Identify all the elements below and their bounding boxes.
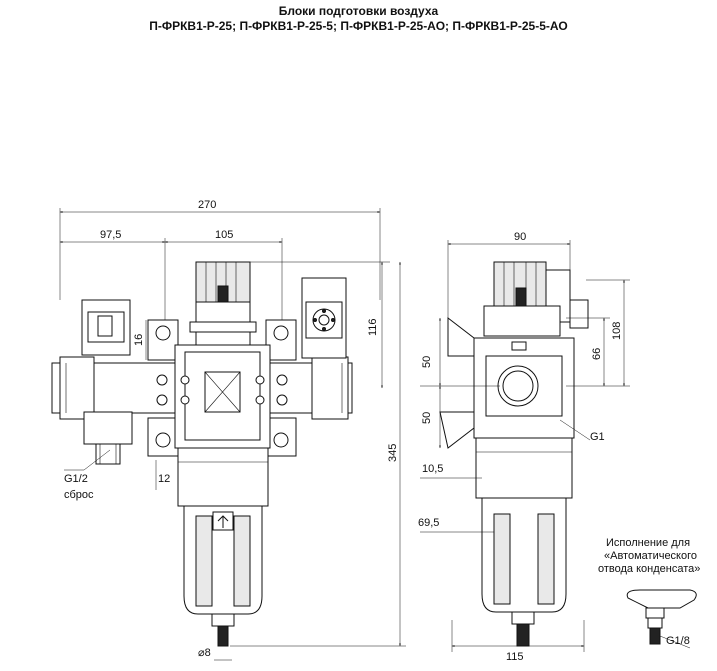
auto-drain-line2: «Автоматического bbox=[604, 550, 697, 562]
side-view: 90 50 50 66 108 10,5 69,5 115 G1 bbox=[418, 231, 630, 663]
dim-left-width: 97,5 bbox=[100, 229, 121, 241]
dim-69-5: 69,5 bbox=[418, 517, 439, 529]
dim-mid-width: 105 bbox=[215, 229, 233, 241]
front-drain-fitting bbox=[217, 625, 229, 647]
auto-drain-detail: Исполнение для «Автоматического отвода к… bbox=[598, 537, 700, 649]
label-port-g12: G1/2 bbox=[64, 473, 88, 485]
front-right-end-cap bbox=[311, 356, 349, 420]
dim-width-top: 90 bbox=[514, 231, 526, 243]
dim-total-width: 270 bbox=[198, 199, 216, 211]
dim-height-total: 345 bbox=[387, 444, 399, 462]
dim-small-12: 12 bbox=[158, 473, 170, 485]
drawing-subtitle: П-ФРКВ1-Р-25; П-ФРКВ1-Р-25-5; П-ФРКВ1-Р-… bbox=[149, 19, 568, 33]
dim-66: 66 bbox=[591, 348, 603, 360]
dim-108: 108 bbox=[611, 322, 623, 340]
label-port-g1: G1 bbox=[590, 431, 605, 443]
drawing-title: Блоки подготовки воздуха bbox=[278, 4, 439, 18]
front-bowl-collar bbox=[177, 447, 269, 507]
front-left-valve-lower bbox=[83, 411, 133, 445]
dim-bottom: 115 bbox=[506, 651, 524, 663]
label-port-g18: G1/8 bbox=[666, 635, 690, 647]
label-reset: сброс bbox=[64, 489, 94, 501]
dim-height-top: 116 bbox=[367, 318, 379, 336]
side-bracket-lower bbox=[439, 411, 475, 449]
side-bracket-upper bbox=[447, 316, 475, 357]
front-left-end-cap bbox=[59, 356, 95, 420]
auto-drain-fitting bbox=[649, 627, 661, 645]
front-view: 270 97,5 105 116 345 16 12 ⌀8 G1/2 сброс bbox=[51, 199, 406, 661]
auto-drain-line1: Исполнение для bbox=[606, 537, 690, 549]
dim-50-upper: 50 bbox=[421, 356, 433, 368]
dim-drain: ⌀8 bbox=[198, 647, 211, 659]
auto-drain-bowl-bottom bbox=[626, 589, 697, 609]
side-drain-fitting bbox=[516, 623, 530, 647]
dim-10-5: 10,5 bbox=[422, 463, 443, 475]
dim-small-16: 16 bbox=[133, 334, 145, 346]
dim-50-lower: 50 bbox=[421, 412, 433, 424]
auto-drain-line3: отвода конденсата» bbox=[598, 563, 700, 575]
